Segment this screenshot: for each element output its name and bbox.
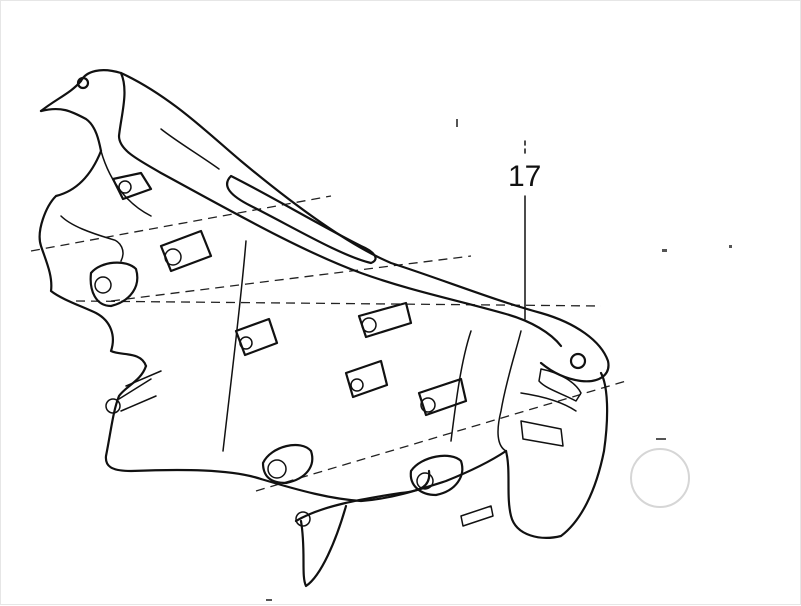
scan-specks	[266, 119, 732, 601]
cable-routing	[294, 469, 494, 588]
housing-shell	[38, 149, 609, 539]
assembly-axis-lines	[30, 195, 627, 492]
callout-group: 17	[508, 140, 541, 320]
housing-top-rail	[39, 69, 610, 383]
screw-bosses	[89, 171, 468, 497]
circle-outline-icon	[630, 448, 690, 508]
part-callout-number: 17	[508, 160, 541, 193]
